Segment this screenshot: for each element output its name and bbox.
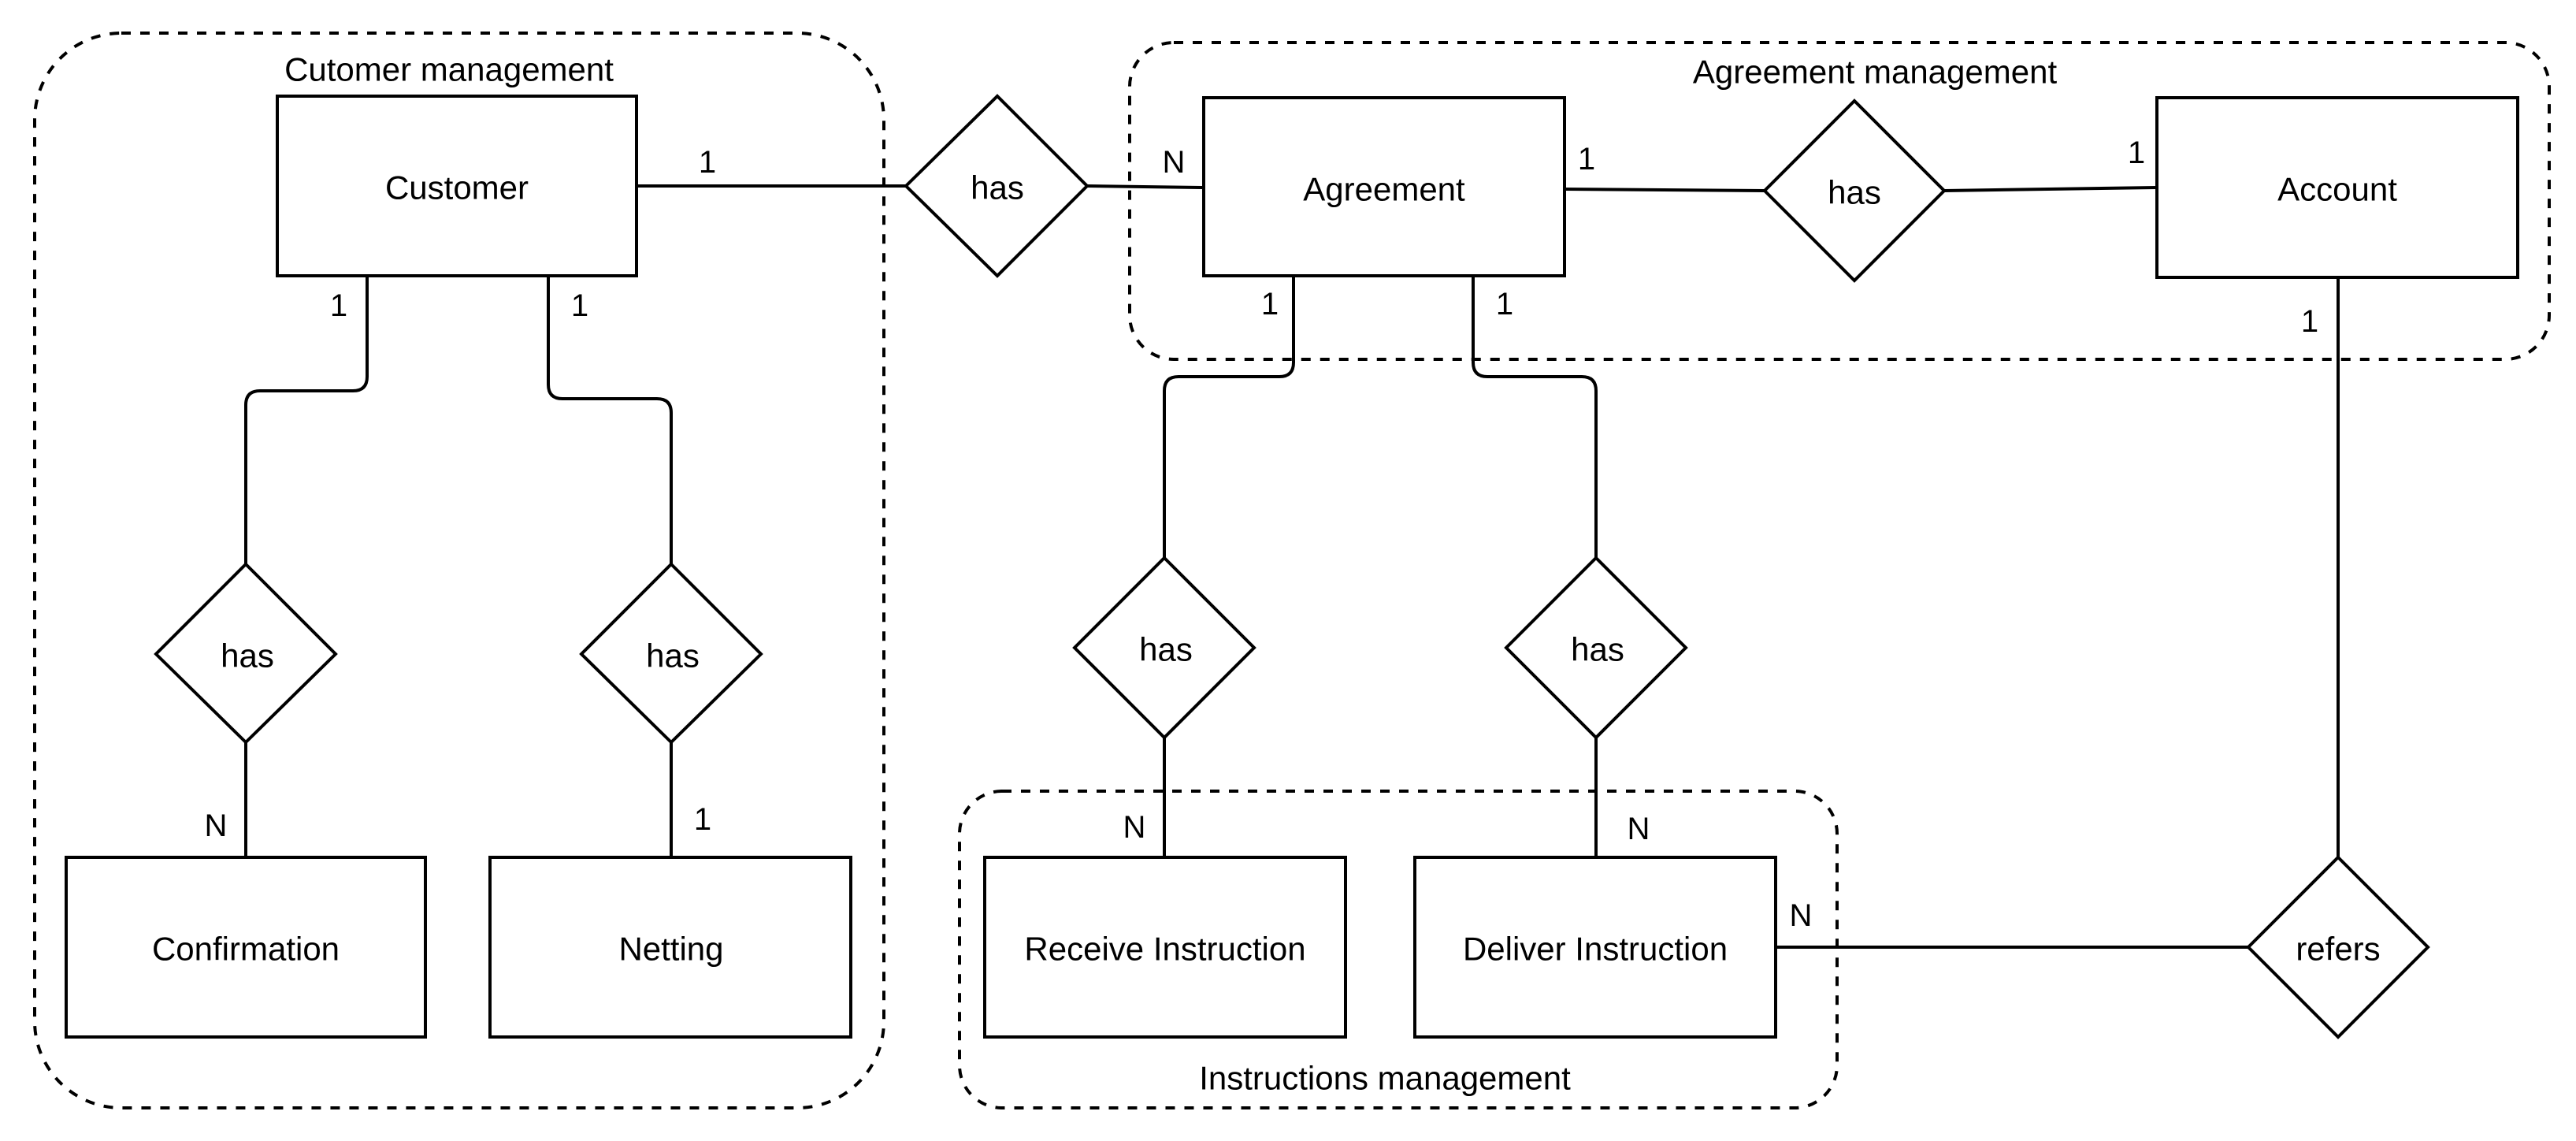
entity-label-account: Account <box>2277 171 2397 208</box>
connectors <box>244 184 2340 949</box>
group-title-agreement: Agreement management <box>1693 54 2058 91</box>
entity-box-customer <box>276 95 638 277</box>
relationship-diamond <box>1072 556 1256 740</box>
entity-label-confirmation: Confirmation <box>152 931 340 968</box>
connector-customer-has-confirmation <box>244 276 369 564</box>
cardinality-label: 1 <box>2128 136 2145 170</box>
entity-box-confirmation <box>65 856 427 1039</box>
relationship-customer-netting: has <box>579 562 763 745</box>
group-title-backdrop <box>256 49 642 93</box>
relationship-agreement-deliver: has <box>1504 556 1688 740</box>
relationship-customer-agreement: has <box>904 94 1089 278</box>
relationship-diamond <box>579 562 763 745</box>
entity-label-customer: Customer <box>385 169 529 206</box>
cardinality-label: N <box>205 808 228 843</box>
cardinality-label: 1 <box>1261 287 1279 321</box>
relationship-label: has <box>646 637 700 675</box>
entity-box-receive-instruction <box>983 856 1347 1039</box>
connector-agreement-has-receive <box>1163 276 1295 558</box>
connector-customer-has-netting <box>547 276 673 564</box>
entity-account: Account <box>2155 96 2519 279</box>
cardinality-label: 1 <box>2301 304 2318 339</box>
relationship-label: has <box>1139 631 1193 668</box>
entity-box-deliver-instruction <box>1413 856 1777 1039</box>
connector-agreement-has <box>1564 188 1765 192</box>
relationship-label: has <box>221 637 274 675</box>
entity-box-netting <box>488 856 852 1039</box>
relationship-diamond <box>2246 855 2430 1039</box>
relationship-label: has <box>1571 631 1624 668</box>
connector-has-account <box>1943 186 2158 192</box>
relationship-diamond <box>904 94 1089 278</box>
group-title-customer: Cutomer management <box>284 51 614 88</box>
connector-has-agreement <box>1086 184 1204 189</box>
entity-label-deliver-instruction: Deliver Instruction <box>1463 931 1728 968</box>
relationship-label: refers <box>2296 931 2380 968</box>
relationship-customer-confirmation: has <box>154 562 338 745</box>
entity-agreement: Agreement <box>1202 96 1566 277</box>
group-instructions-management: Instructions management <box>958 790 1839 1109</box>
entity-label-netting: Netting <box>618 931 723 968</box>
group-frame-instructions <box>958 790 1839 1109</box>
entity-customer: Customer <box>276 95 638 277</box>
group-customer-management: Cutomer management <box>33 32 885 1109</box>
cardinality-label: 1 <box>694 802 711 837</box>
cardinality-label: N <box>1123 810 1146 845</box>
cardinality-label: 1 <box>330 288 347 323</box>
cardinality-label: 1 <box>699 145 716 180</box>
group-title-backdrop <box>1662 50 2088 95</box>
group-agreement-management: Agreement management <box>1128 41 2551 361</box>
cardinality-label: N <box>1790 898 1813 933</box>
relationship-agreement-account: has <box>1762 98 1947 283</box>
entity-label-receive-instruction: Receive Instruction <box>1024 931 1305 968</box>
entity-label-agreement: Agreement <box>1303 171 1465 208</box>
entity-receive-instruction: Receive Instruction <box>983 856 1347 1039</box>
entity-deliver-instruction: Deliver Instruction <box>1413 856 1777 1039</box>
cardinality-labels: 1 N 1 1 1 1 N 1 1 1 N N 1 N <box>205 136 2319 933</box>
entity-confirmation: Confirmation <box>65 856 427 1039</box>
relationship-account-deliver: refers <box>2246 855 2430 1039</box>
relationship-diamond <box>1762 98 1947 283</box>
cardinality-label: N <box>1163 145 1186 180</box>
cardinality-label: 1 <box>571 288 588 323</box>
relationship-diamond <box>1504 556 1688 740</box>
entity-box-agreement <box>1202 96 1566 277</box>
group-title-instructions: Instructions management <box>1199 1060 1571 1097</box>
entity-netting: Netting <box>488 856 852 1039</box>
connector-agreement-has-deliver <box>1472 276 1598 558</box>
relationship-label: has <box>971 169 1024 206</box>
entity-box-account <box>2155 96 2519 279</box>
group-frame-agreement <box>1128 41 2551 361</box>
cardinality-label: N <box>1628 812 1650 846</box>
relationship-agreement-receive: has <box>1072 556 1256 740</box>
relationship-diamond <box>154 562 338 745</box>
cardinality-label: 1 <box>1496 287 1513 321</box>
cardinality-label: 1 <box>1578 142 1595 177</box>
relationship-label: has <box>1828 174 1881 211</box>
